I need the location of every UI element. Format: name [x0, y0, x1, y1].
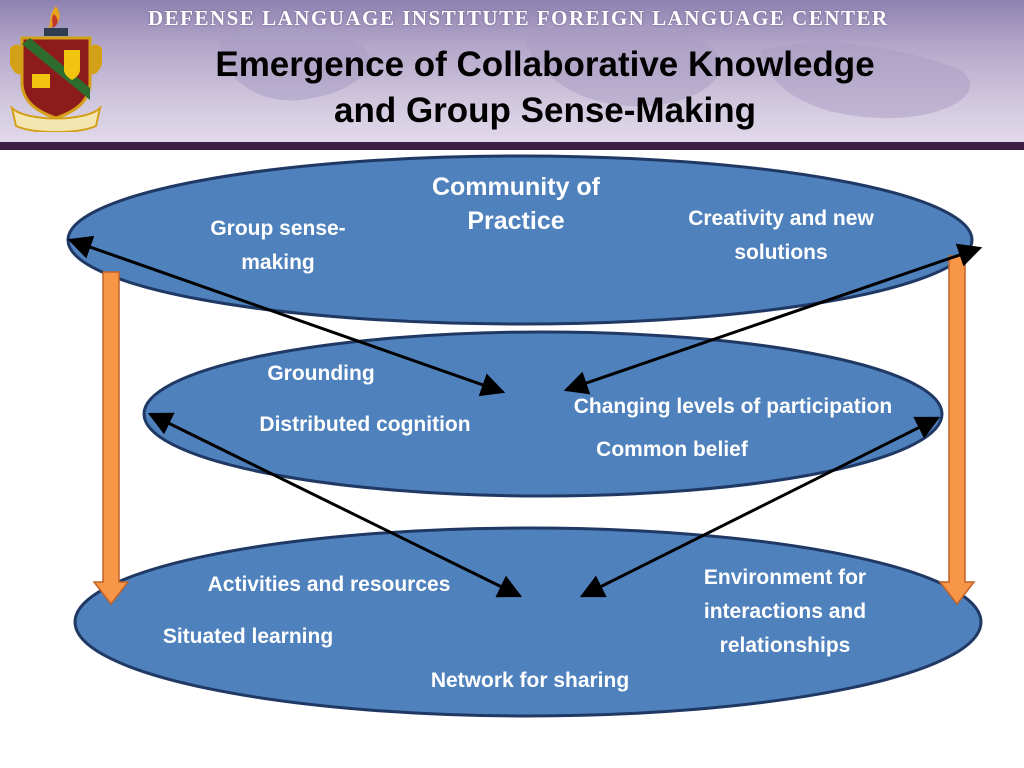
label-group-sense-making: Group sense- making [210, 217, 346, 274]
label-situated-learning: Situated learning [162, 625, 334, 648]
label-creativity: Creativity and new solutions [688, 207, 874, 264]
label-common-belief: Common belief [596, 438, 748, 461]
title-line-1: Emergence of Collaborative Knowledge [215, 45, 875, 84]
label-grounding: Grounding [267, 362, 375, 385]
arrow-creativity-to-middle [563, 243, 983, 395]
title-line-2: and Group Sense-Making [334, 91, 756, 130]
label-network-sharing: Network for sharing [430, 669, 630, 692]
slide-title: Emergence of Collaborative Knowledge and… [160, 42, 930, 134]
diagram-shapes [66, 154, 983, 718]
dli-crest-logo [10, 6, 102, 132]
slide-header: DEFENSE LANGUAGE INSTITUTE FOREIGN LANGU… [0, 0, 1024, 150]
label-distributed-cognition: Distributed cognition [259, 413, 471, 436]
label-activities-resources: Activities and resources [207, 573, 451, 596]
arrow-changing-to-bottom [579, 416, 941, 598]
label-environment: Environment for interactions and relatio… [703, 566, 867, 657]
label-community-of-practice: Community of Practice [431, 173, 601, 235]
world-map-background [220, 19, 971, 119]
left-orange-arrow [92, 271, 130, 606]
right-orange-arrow [938, 255, 976, 606]
header-divider-band [0, 142, 1024, 150]
institution-banner: DEFENSE LANGUAGE INSTITUTE FOREIGN LANGU… [148, 6, 889, 30]
arrow-group-sense-to-middle [67, 235, 506, 397]
label-changing-levels: Changing levels of participation [573, 395, 893, 418]
knowledge-diagram: Community of Practice Group sense- makin… [0, 150, 1024, 768]
arrow-distributed-to-bottom [147, 412, 523, 598]
